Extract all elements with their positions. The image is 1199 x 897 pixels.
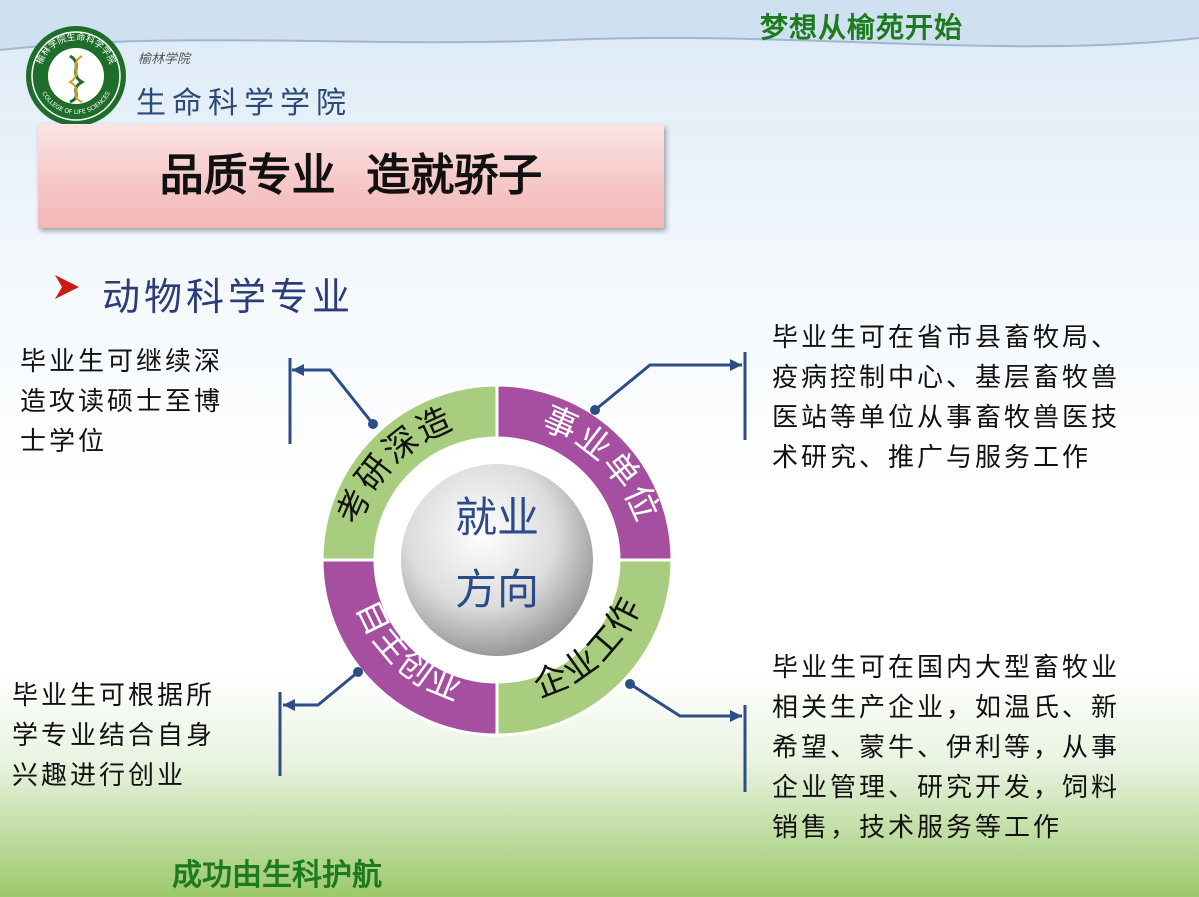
section-title: 动物科学专业 — [102, 275, 355, 319]
desc-entrepreneurship: 毕业生可根据所 学专业结合自身 兴趣进行创业 — [12, 681, 216, 791]
center-label-line1: 就业 — [455, 493, 539, 542]
connector-top-right — [594, 363, 742, 412]
top-slogan: 梦想从榆苑开始 — [760, 11, 964, 44]
college-name: 生命科学学院 — [136, 86, 352, 121]
connector-bottom-right — [629, 682, 742, 718]
desc-enterprise: 毕业生可在国内大型畜牧业 相关生产企业，如温氏、新 希望、蒙牛、伊利等，从事 企… — [772, 653, 1121, 843]
desc-public-institution: 毕业生可在省市县畜牧局、 疫病控制中心、基层畜牧兽 医站等单位从事畜牧兽医技 术… — [772, 323, 1121, 473]
connector-top-left — [292, 368, 375, 425]
arrow-bullet-icon — [55, 275, 79, 299]
bottom-slogan: 成功由生科护航 — [172, 858, 382, 893]
college-logo: 榆林学院生命科学学院 COLLEGE OF LIFE SCIENCES — [26, 26, 126, 126]
title-banner: 品质专业 造就骄子 — [38, 124, 664, 228]
center-sphere — [401, 464, 593, 656]
college-small-name: 榆林学院 — [138, 52, 191, 67]
top-wave-decoration — [0, 0, 1199, 51]
segment-bottom-left — [320, 558, 499, 737]
banner-title: 品质专业 造就骄子 — [159, 150, 543, 201]
desc-postgrad: 毕业生可继续深 造攻读硕士至博 士学位 — [20, 347, 224, 457]
center-label-line2: 方向 — [455, 565, 539, 614]
